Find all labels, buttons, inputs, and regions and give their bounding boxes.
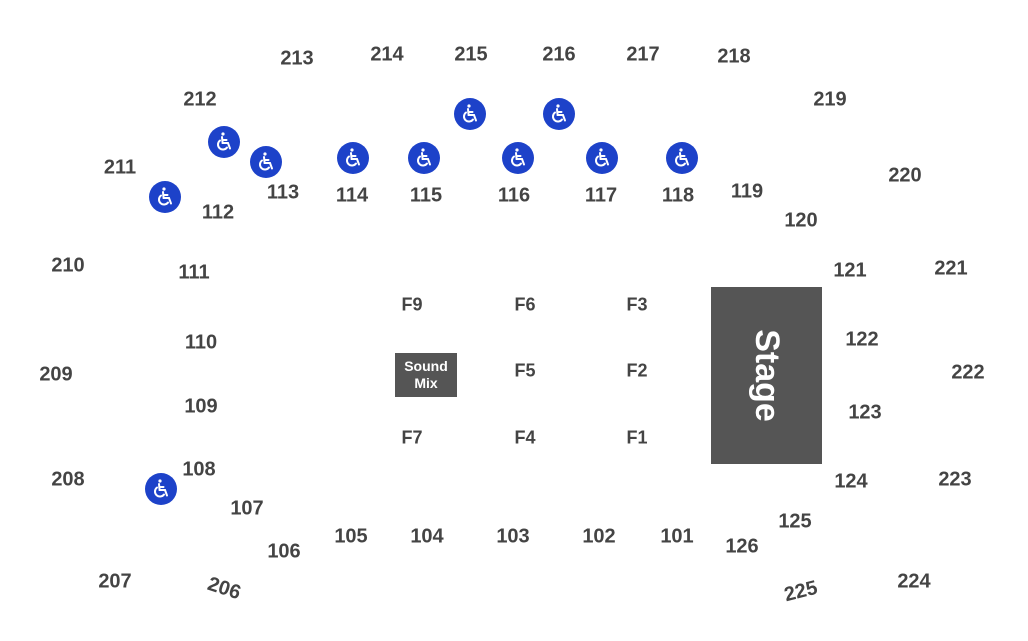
section-123[interactable]: 123: [848, 401, 882, 424]
section-122[interactable]: 122: [845, 328, 879, 351]
section-217[interactable]: 217: [626, 43, 660, 66]
section-224[interactable]: 224: [897, 570, 931, 593]
section-105[interactable]: 105: [334, 525, 368, 548]
section-121[interactable]: 121: [833, 259, 867, 282]
section-f6[interactable]: F6: [514, 294, 536, 315]
section-112[interactable]: 112: [201, 201, 235, 224]
wheelchair-icon: [586, 142, 618, 174]
section-125[interactable]: 125: [778, 510, 812, 533]
section-103[interactable]: 103: [496, 525, 530, 548]
section-222[interactable]: 222: [951, 361, 985, 384]
section-102[interactable]: 102: [582, 525, 616, 548]
wheelchair-icon: [408, 142, 440, 174]
wheelchair-icon: [149, 181, 181, 213]
section-114[interactable]: 114: [335, 184, 369, 207]
section-f7[interactable]: F7: [401, 427, 423, 448]
section-111[interactable]: 111: [178, 261, 210, 284]
section-101[interactable]: 101: [660, 525, 694, 548]
section-214[interactable]: 214: [370, 43, 404, 66]
section-206[interactable]: 206: [204, 572, 244, 605]
section-215[interactable]: 215: [454, 43, 488, 66]
section-223[interactable]: 223: [938, 468, 972, 491]
section-f9[interactable]: F9: [401, 294, 423, 315]
section-209[interactable]: 209: [39, 363, 73, 386]
section-f5[interactable]: F5: [514, 360, 536, 381]
wheelchair-icon: [666, 142, 698, 174]
section-126[interactable]: 126: [725, 535, 759, 558]
section-210[interactable]: 210: [51, 254, 85, 277]
section-119[interactable]: 119: [730, 180, 764, 203]
sound-mix-booth: Sound Mix: [395, 353, 457, 397]
wheelchair-icon: [502, 142, 534, 174]
wheelchair-icon: [250, 146, 282, 178]
section-120[interactable]: 120: [784, 209, 818, 232]
sound-mix-label: Sound Mix: [404, 358, 448, 391]
stage-label: Stage: [748, 329, 786, 422]
section-225[interactable]: 225: [782, 576, 820, 607]
section-117[interactable]: 117: [584, 184, 618, 207]
section-208[interactable]: 208: [51, 468, 85, 491]
section-221[interactable]: 221: [934, 257, 968, 280]
section-f4[interactable]: F4: [514, 427, 536, 448]
section-109[interactable]: 109: [184, 395, 218, 418]
section-f1[interactable]: F1: [626, 427, 648, 448]
section-f3[interactable]: F3: [626, 294, 648, 315]
section-213[interactable]: 213: [280, 47, 314, 70]
section-118[interactable]: 118: [661, 184, 695, 207]
section-212[interactable]: 212: [183, 88, 217, 111]
section-207[interactable]: 207: [98, 570, 132, 593]
section-124[interactable]: 124: [834, 470, 868, 493]
wheelchair-icon: [337, 142, 369, 174]
section-110[interactable]: 110: [184, 331, 218, 354]
section-220[interactable]: 220: [888, 164, 922, 187]
stage: Stage: [711, 287, 822, 464]
section-218[interactable]: 218: [717, 45, 751, 68]
wheelchair-icon: [454, 98, 486, 130]
section-216[interactable]: 216: [542, 43, 576, 66]
section-106[interactable]: 106: [267, 540, 301, 563]
wheelchair-icon: [543, 98, 575, 130]
section-104[interactable]: 104: [410, 525, 444, 548]
section-108[interactable]: 108: [182, 458, 216, 481]
section-f2[interactable]: F2: [626, 360, 648, 381]
section-211[interactable]: 211: [103, 156, 137, 179]
section-116[interactable]: 116: [497, 184, 531, 207]
section-107[interactable]: 107: [230, 497, 264, 520]
section-113[interactable]: 113: [266, 181, 300, 204]
section-219[interactable]: 219: [813, 88, 847, 111]
wheelchair-icon: [208, 126, 240, 158]
wheelchair-icon: [145, 473, 177, 505]
section-115[interactable]: 115: [409, 184, 443, 207]
